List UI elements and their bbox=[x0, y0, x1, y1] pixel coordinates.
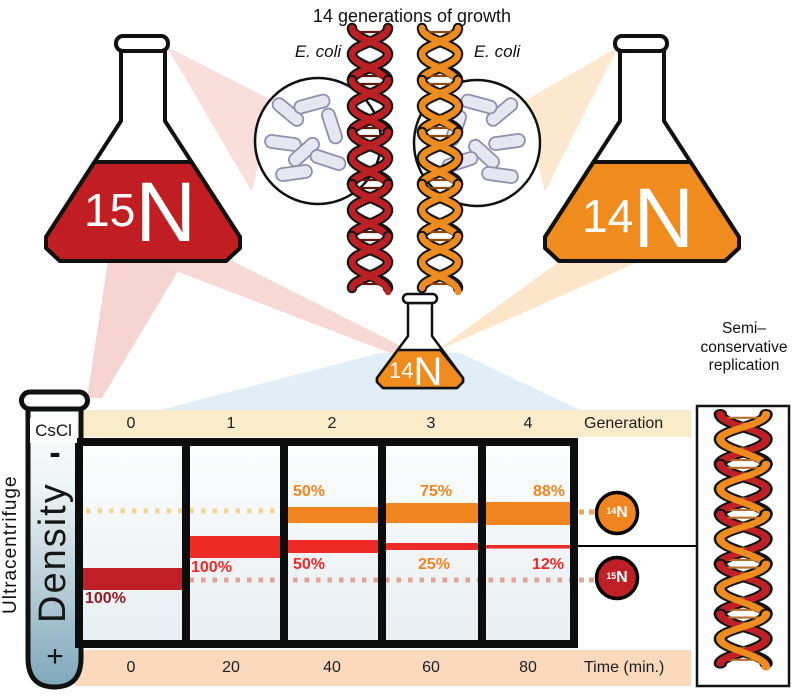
time-label-2: 40 bbox=[323, 659, 341, 676]
flask-light-label: 14N bbox=[582, 176, 694, 260]
ecoli-label-left: E. coli bbox=[294, 42, 342, 61]
light-marker-label: 14N bbox=[595, 504, 639, 522]
band-gen2-light bbox=[288, 507, 378, 523]
generation-label-3: 3 bbox=[426, 415, 436, 432]
band-gen0-heavy bbox=[83, 568, 182, 590]
time-label-4: 80 bbox=[519, 659, 537, 676]
semi-line-3: replication bbox=[708, 357, 780, 375]
flask-heavy-iso: 15 bbox=[84, 183, 136, 236]
cscl-label: CsCl bbox=[30, 418, 77, 443]
ecoli-label-right: E. coli bbox=[473, 42, 521, 61]
flask-light-symbol: N bbox=[633, 171, 695, 265]
tube-plus-sign: + bbox=[46, 640, 64, 673]
heavy-marker-symbol: N bbox=[616, 569, 628, 586]
band-label-gen3-light: 75% bbox=[420, 483, 453, 500]
flask-culture-liquid bbox=[375, 348, 465, 390]
ecoli-bacteria-left bbox=[264, 93, 347, 183]
flask-light-liquid bbox=[543, 160, 741, 263]
band-gen2-hybrid bbox=[288, 540, 378, 553]
flask-heavy-rim bbox=[114, 34, 170, 53]
band-label-gen3-hybrid: 25% bbox=[418, 556, 451, 573]
semi-line-1: Semi– bbox=[722, 320, 766, 337]
gel-frame bbox=[75, 438, 578, 648]
band-gen3-light bbox=[386, 503, 478, 523]
centrifuge-tube bbox=[19, 389, 90, 690]
band-label-gen2-light: 50% bbox=[293, 483, 326, 500]
beam-heavy-flask-to-ecoli bbox=[167, 47, 272, 192]
band-label-gen4-hybrid: 12% bbox=[532, 556, 565, 573]
heavy-marker-iso: 15 bbox=[606, 571, 617, 582]
beam-culture-to-gel bbox=[160, 353, 580, 410]
generation-label-0: 0 bbox=[126, 415, 136, 432]
beam-heavy-flask-to-culture bbox=[150, 261, 409, 356]
band-label-gen1-hybrid: 100% bbox=[191, 559, 232, 576]
band-gen4-hybrid bbox=[486, 545, 570, 549]
tube-rim bbox=[19, 389, 90, 412]
ecoli-bacteria-right bbox=[441, 93, 526, 185]
time-label-3: 60 bbox=[422, 659, 440, 676]
semi-conservative-caption: Semi– conservative replication bbox=[694, 320, 794, 376]
tube-minus-sign: - bbox=[49, 434, 61, 472]
flask-light-iso: 14 bbox=[582, 189, 634, 242]
generation-axis-band bbox=[75, 410, 691, 437]
flask-light bbox=[543, 34, 741, 263]
gel-assembly bbox=[75, 438, 698, 648]
generation-label-4: 4 bbox=[523, 415, 533, 432]
band-gen4-light bbox=[486, 502, 570, 525]
beam-light-flask-to-culture bbox=[432, 261, 640, 354]
light-marker-symbol: N bbox=[616, 504, 628, 521]
flask-culture-symbol: N bbox=[413, 350, 443, 394]
flask-culture-rim bbox=[401, 292, 439, 305]
flask-heavy-liquid bbox=[44, 160, 242, 263]
generation-label-2: 2 bbox=[327, 415, 337, 432]
flask-light-rim bbox=[613, 34, 669, 53]
flask-culture bbox=[375, 292, 465, 390]
flask-culture-iso: 14 bbox=[389, 357, 414, 383]
beam-heavy-flask-to-tube bbox=[87, 261, 184, 398]
ultracentrifuge-label: Ultracentrifuge bbox=[0, 475, 21, 615]
heavy-marker-circle bbox=[594, 555, 640, 601]
flask-heavy-symbol: N bbox=[135, 165, 197, 259]
generation-axis-title: Generation bbox=[584, 415, 664, 432]
time-axis-title: Time (min.) bbox=[584, 659, 665, 676]
band-label-gen4-light: 88% bbox=[533, 483, 566, 500]
time-axis-band bbox=[75, 650, 691, 686]
band-gen1-hybrid bbox=[190, 536, 280, 558]
light-beams bbox=[87, 47, 640, 410]
tube-body bbox=[25, 399, 84, 690]
flask-heavy-label: 15N bbox=[84, 170, 196, 254]
generation-label-1: 1 bbox=[226, 415, 236, 432]
diagram-title: 14 generations of growth bbox=[312, 6, 512, 26]
flask-heavy bbox=[44, 34, 242, 263]
semi-line-2: conservative bbox=[700, 338, 788, 356]
density-label: Density bbox=[32, 482, 74, 623]
heavy-marker-label: 15N bbox=[595, 569, 639, 587]
band-label-gen0-heavy: 100% bbox=[85, 590, 126, 607]
time-label-1: 20 bbox=[222, 659, 240, 676]
beam-light-flask-to-ecoli bbox=[523, 47, 618, 192]
band-label-gen2-hybrid: 50% bbox=[293, 556, 326, 573]
light-marker-circle bbox=[594, 490, 640, 536]
flask-culture-label: 14N bbox=[389, 352, 442, 392]
light-marker-iso: 14 bbox=[606, 506, 617, 517]
band-gen3-hybrid bbox=[386, 543, 478, 550]
time-label-0: 0 bbox=[126, 659, 136, 676]
